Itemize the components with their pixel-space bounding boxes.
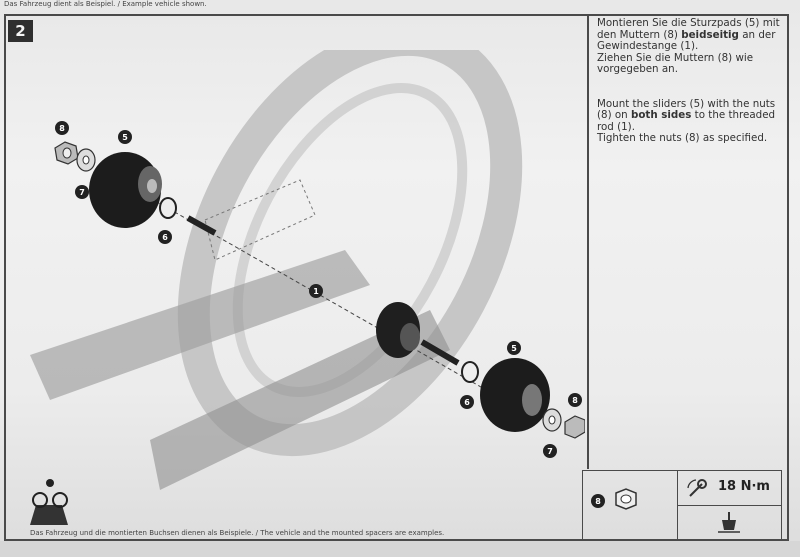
torque-wrench-icon [687,479,707,497]
callout-left-spacer: 6 [158,230,172,244]
left-nut-icon [54,141,79,165]
callout-right-slider: 5 [507,341,521,355]
torque-part-badge: 8 [591,494,605,508]
svg-text:6: 6 [464,398,470,407]
right-nut-icon [564,415,585,439]
swingarm-ghost [30,250,450,490]
svg-text:7: 7 [79,188,85,197]
instruction-de-text-2: an der Gewindestange (1). Ziehen Sie die… [597,28,776,75]
nut-icon [615,488,637,510]
svg-text:5: 5 [511,344,517,353]
instruction-en-text: Mount the sliders (5) with the nuts (8) … [597,97,776,121]
torque-value: 18 N·m [718,479,770,494]
page-bottom-edge [0,541,800,557]
instruction-en: Mount the sliders (5) with the nuts (8) … [597,97,783,145]
callout-left-slider: 5 [118,130,132,144]
torque-spec-box: 8 18 N·m [582,470,782,540]
column-divider [587,14,589,469]
torque-part-cell: 8 [582,470,677,540]
assembly-illustration: 8 7 5 6 1 5 6 7 8 [30,50,585,525]
left-slider-icon [89,152,162,228]
left-washer-icon [76,148,96,172]
instruction-de: Montieren Sie die Sturzpads (5) mit den … [597,17,783,76]
callout-right-washer: 7 [543,444,557,458]
torque-value-cell: 18 N·m [677,470,782,540]
instruction-en-bold: both sides [630,109,692,121]
rider-icon [30,479,68,525]
instruction-text: Montieren Sie die Sturzpads (5) mit den … [597,17,783,168]
threadlock-icon [718,512,740,533]
callout-left-washer: 7 [75,185,89,199]
torque-row: 18 N·m [678,471,781,506]
right-washer-icon [542,408,562,432]
svg-text:1: 1 [313,287,319,296]
callout-left-nut: 8 [55,121,69,135]
step-number: 2 [8,20,33,42]
footer-caption: Das Fahrzeug und die montierten Buchsen … [30,529,445,537]
header-note: Das Fahrzeug dient als Beispiel. / Examp… [4,0,207,8]
step-panel [4,14,789,541]
callout-right-spacer: 6 [460,395,474,409]
threaded-rod [186,215,460,366]
svg-text:5: 5 [122,133,128,142]
right-spacer-icon [461,361,479,383]
instruction-de-text: Montieren Sie die Sturzpads (5) mit den … [597,17,780,41]
left-spacer-icon [159,197,177,219]
instruction-en-text-2: to the threaded rod (1). Tighten the nut… [597,109,776,144]
svg-text:8: 8 [59,124,65,133]
center-spacer [376,302,420,358]
callout-right-nut: 8 [568,393,582,407]
adhesive-row [678,505,781,539]
svg-text:7: 7 [547,447,553,456]
callout-threaded-rod: 1 [309,284,323,298]
right-slider-icon [480,358,550,432]
svg-text:8: 8 [572,396,578,405]
svg-text:6: 6 [162,233,168,242]
instruction-de-bold: beidseitig [681,28,739,41]
